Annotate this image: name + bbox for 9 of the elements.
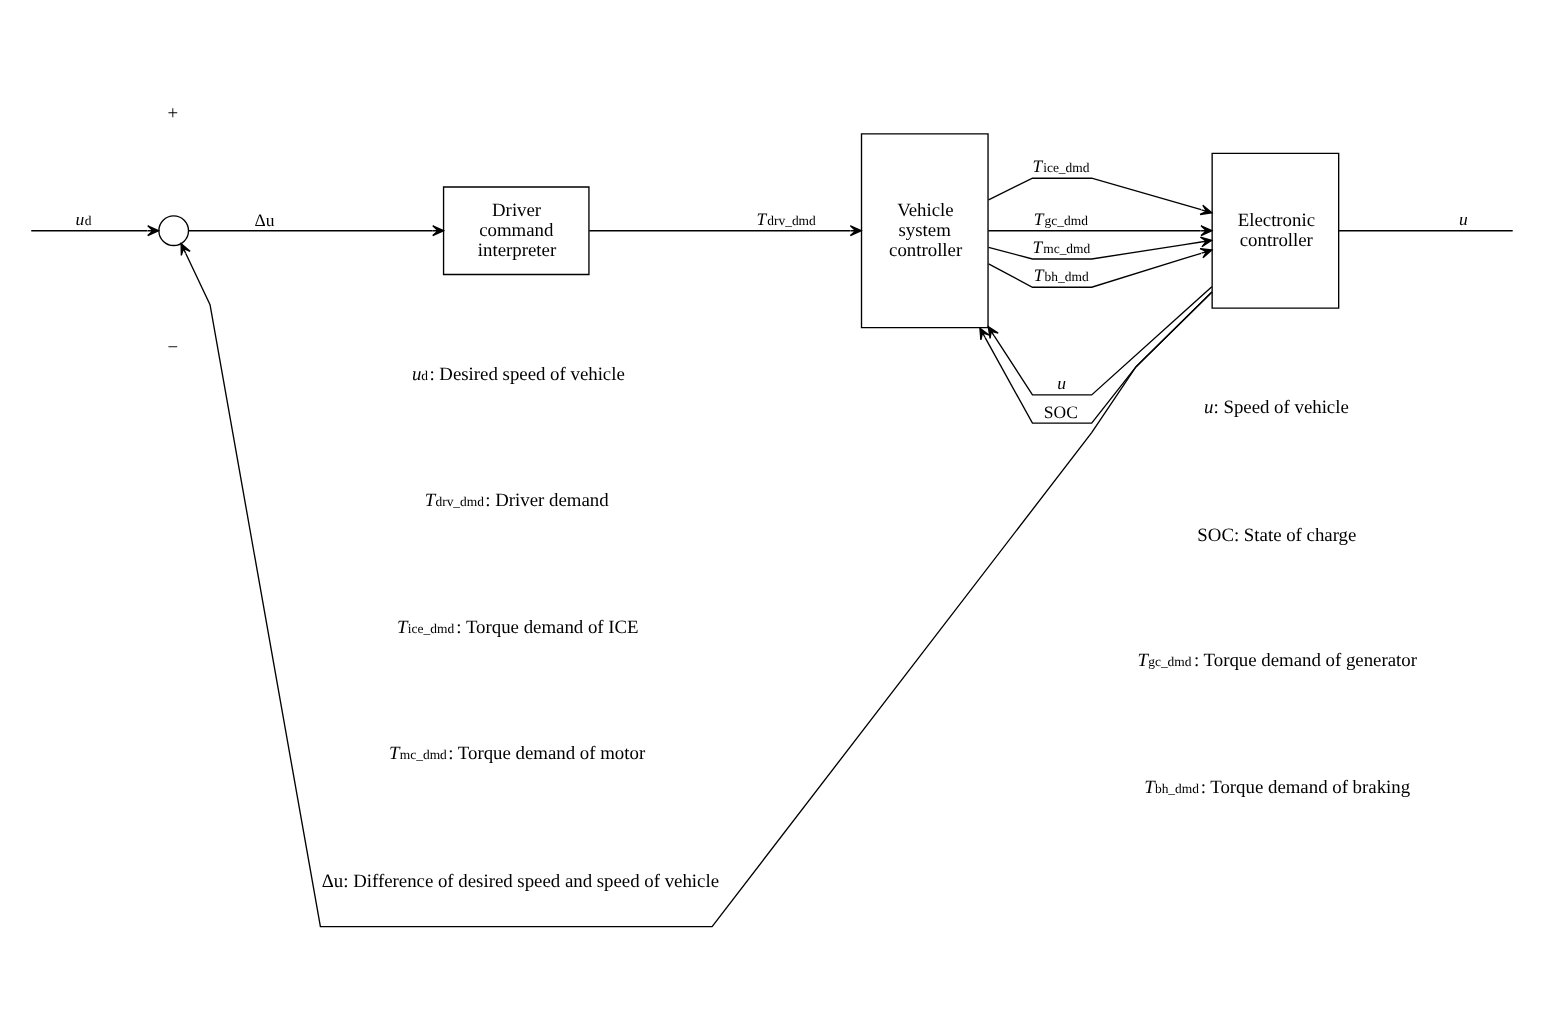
- label: u: Speed of vehicle: [1204, 398, 1349, 419]
- label: SOC: State of charge: [1197, 526, 1357, 547]
- edge-label: Δu: [254, 208, 275, 229]
- edge-label: u: [1057, 371, 1067, 392]
- label: −: [167, 337, 179, 358]
- label: +: [167, 103, 179, 124]
- label: Δu: Difference of desired speed and speed of vehicle: [321, 872, 719, 893]
- edge-label: SOC: [1043, 401, 1078, 422]
- edge-label: u: [1459, 207, 1468, 228]
